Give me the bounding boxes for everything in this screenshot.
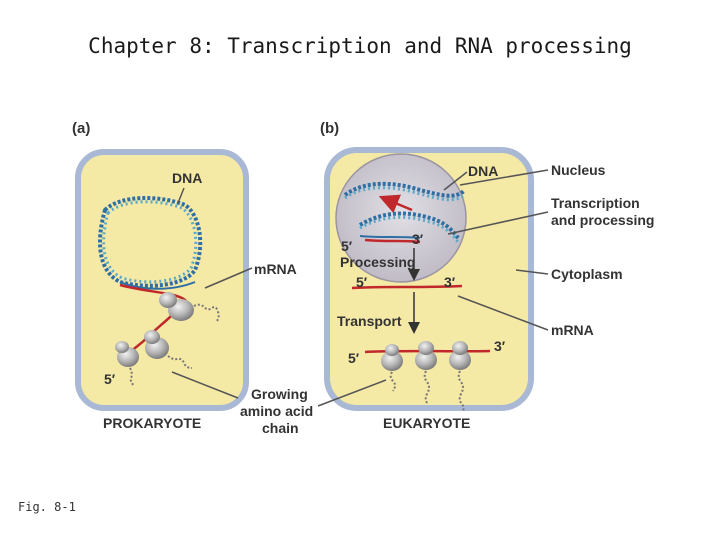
slide-title: Chapter 8: Transcription and RNA process…	[88, 34, 632, 58]
eukaryote-dna	[343, 181, 467, 243]
prokaryote-cell	[75, 149, 249, 411]
cytoplasm-three-prime: 3′	[494, 338, 506, 354]
prokaryote-dna	[98, 196, 203, 290]
nucleus-mrna	[364, 238, 421, 244]
nucleus-pointer	[459, 169, 549, 186]
processed-mrna	[351, 284, 463, 290]
mrna-pointer-right	[457, 295, 549, 331]
transcription-direction-arrow	[378, 194, 413, 214]
panel-b-label: (b)	[320, 120, 339, 137]
eukaryote-dna-pointer	[443, 171, 468, 191]
eukaryote-ribosomes	[381, 341, 471, 413]
mrna-pointer-center	[204, 267, 253, 289]
prokaryote-ribosomes	[115, 292, 220, 387]
cytoplasm-five-prime: 5′	[348, 350, 360, 366]
growing-pointer-right	[317, 379, 387, 407]
transcription-pointer	[447, 211, 549, 235]
figure-caption: Fig. 8-1	[18, 500, 76, 514]
growing-pointer-left	[171, 371, 239, 399]
prokaryote-five-prime: 5′	[104, 371, 116, 387]
growing-line2: amino acid	[240, 403, 313, 419]
growing-line1: Growing	[251, 386, 308, 402]
cytoplasm-label: Cytoplasm	[551, 266, 623, 282]
eukaryote-dna-label: DNA	[468, 163, 498, 179]
processing-label: Processing	[340, 254, 415, 270]
eukaryote-label: EUKARYOTE	[383, 415, 470, 431]
processed-three-prime: 3′	[444, 274, 456, 290]
prokaryote-label: PROKARYOTE	[103, 415, 201, 431]
transcription-line2: and processing	[551, 212, 654, 228]
growing-line3: chain	[262, 420, 299, 436]
cytoplasm-pointer	[515, 269, 549, 275]
prokaryote-dna-pointer	[177, 187, 185, 204]
mrna-label-right: mRNA	[551, 322, 594, 338]
nucleus-three-prime: 3′	[412, 231, 424, 247]
transport-label: Transport	[337, 313, 402, 329]
nucleus-transcript-strand	[359, 235, 421, 239]
panel-a-label: (a)	[72, 120, 90, 137]
mrna-label-center: mRNA	[254, 261, 297, 277]
nucleus-label: Nucleus	[551, 162, 606, 178]
prokaryote-mrna	[117, 283, 187, 362]
transcription-line1: Transcription	[551, 195, 640, 211]
prokaryote-dna-label: DNA	[172, 170, 202, 186]
processed-five-prime: 5′	[356, 274, 368, 290]
nucleus-five-prime: 5′	[341, 238, 353, 254]
